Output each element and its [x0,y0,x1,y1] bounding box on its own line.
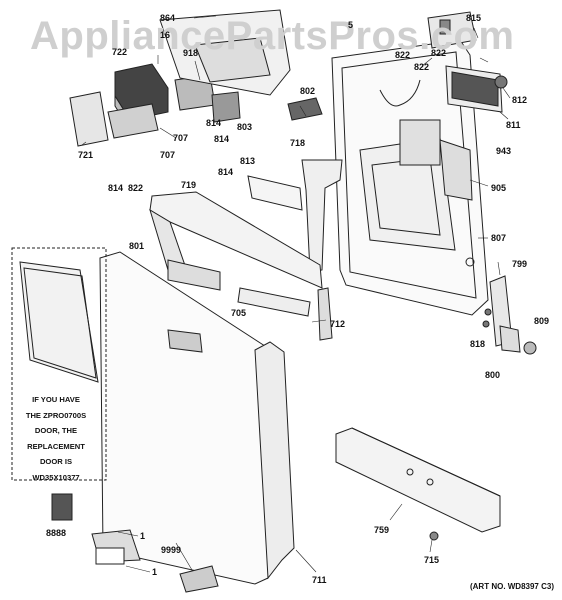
upper-left-components [69,9,291,147]
outer-door [99,251,295,585]
callout-705: 705 [231,308,247,318]
callout-16: 16 [160,30,171,40]
callout-759: 759 [374,525,390,535]
control-frame [149,191,333,341]
callout-815: 815 [466,13,482,23]
callout-707-b: 707 [160,150,176,160]
callout-5: 5 [348,20,354,30]
note-line: DOOR IS [39,457,73,466]
callout-718: 718 [290,138,306,148]
callout-8888: 8888 [46,528,67,538]
callout-721: 721 [78,150,94,160]
control-panel-parts [427,11,508,113]
callout-712: 712 [330,319,346,329]
callout-822-d: 822 [128,183,144,193]
inset-door-box [11,247,107,481]
small-parts [51,493,439,593]
callout-715: 715 [424,555,440,565]
callout-1-b: 1 [152,567,158,577]
note-line: REPLACEMENT [27,441,85,451]
note-line: IF YOU HAVE [32,395,80,404]
callout-814-d: 814 [108,183,124,193]
callout-707-a: 707 [173,133,189,143]
bracket-parts [247,159,343,273]
callout-9999: 9999 [161,545,182,555]
hinge-parts [482,275,537,355]
note-line: DOOR, THE [34,426,78,435]
callout-943: 943 [496,146,512,156]
callout-818: 818 [470,339,486,349]
replacement-door-note: IF YOU HAVE THE ZPRO0700S DOOR, THE REPL… [17,392,95,485]
callout-719: 719 [181,180,197,190]
callout-803: 803 [237,122,253,132]
callout-811: 811 [506,120,521,130]
callout-813: 813 [240,156,256,166]
note-line: THE ZPRO0700S [25,410,87,420]
callout-814-c: 814 [218,167,234,177]
callout-799: 799 [512,259,528,269]
art-number: (ART NO. WD8397 C3) [469,582,554,591]
bottom-trim [335,427,501,533]
callout-814-b: 814 [214,134,230,144]
callout-822-b: 822 [431,48,447,58]
leader-lines [81,15,511,573]
note-line: WD35X10377 [32,472,80,482]
callout-905: 905 [491,183,507,193]
callout-864: 864 [160,13,176,23]
callout-822-a: 822 [395,50,411,60]
callout-711: 711 [312,575,327,585]
callout-918: 918 [183,48,199,58]
callout-814-a: 814 [206,118,222,128]
vent-part [287,97,323,121]
callout-722: 722 [112,47,128,57]
watermark: AppliancePartsPros.com [30,14,515,58]
callout-807: 807 [491,233,507,243]
callout-801: 801 [129,241,145,251]
callout-800: 800 [485,370,501,380]
callout-812: 812 [512,95,528,105]
inner-door-panel [331,39,489,316]
callout-1-a: 1 [140,531,146,541]
callout-802: 802 [300,86,316,96]
callout-809: 809 [534,316,550,326]
callout-822-c: 822 [414,62,430,72]
